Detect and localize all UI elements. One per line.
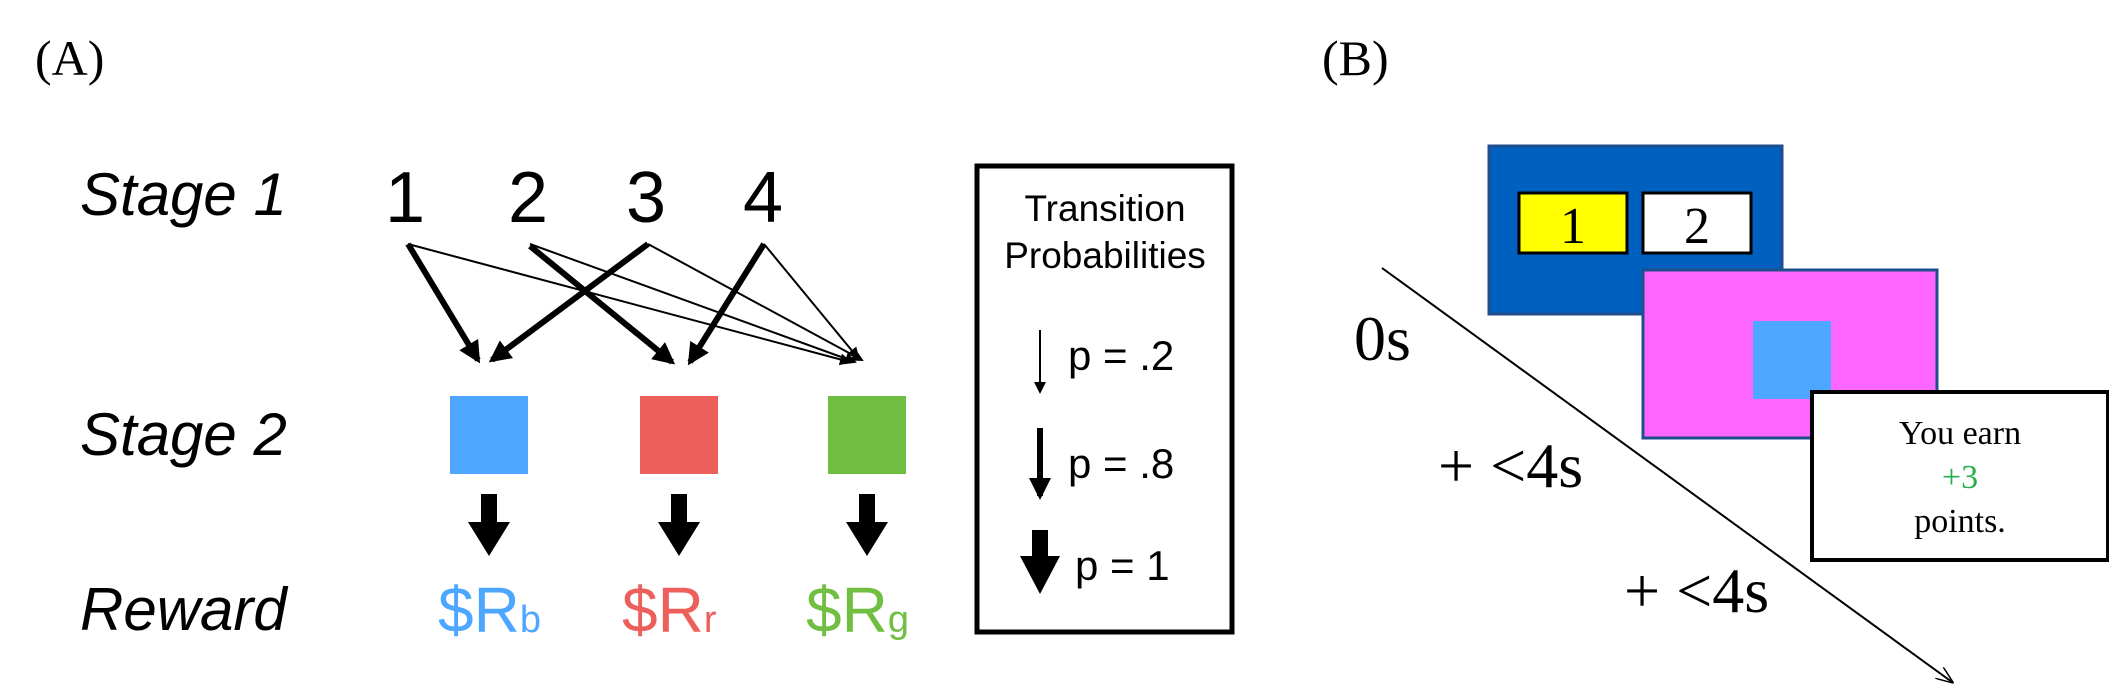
stage1-option-3: 3 bbox=[626, 158, 666, 238]
screen3-background bbox=[1810, 390, 2109, 562]
legend-thick-arrow-shaft bbox=[1032, 530, 1048, 558]
panel-b-label: (B) bbox=[1322, 30, 1389, 86]
transition-legend: Transition Probabilities p = .2 p = .8 p… bbox=[974, 163, 1235, 635]
legend-box bbox=[974, 163, 1235, 635]
panel-b: (B) 1 2 You earn +3 points. 0s + <4s + <… bbox=[1322, 30, 2109, 682]
feedback-points: +3 bbox=[1942, 459, 1978, 496]
screen1-choice-2-box bbox=[1641, 191, 1753, 255]
reward-blue-sub: b bbox=[520, 599, 541, 641]
reward-blue-main: $R bbox=[438, 574, 520, 646]
legend-title-line2: Probabilities bbox=[1004, 235, 1206, 276]
feedback-line3: points. bbox=[1914, 503, 2006, 540]
timeline-label-0: 0s bbox=[1354, 303, 1411, 374]
reward-arrow-red-head bbox=[658, 522, 700, 556]
reward-arrow-blue-shaft bbox=[481, 494, 497, 524]
feedback-line1: You earn bbox=[1899, 415, 2021, 452]
reward-green: $Rg bbox=[806, 574, 909, 646]
reward-label: Reward bbox=[80, 576, 288, 643]
thick-transition-arrows bbox=[405, 241, 767, 366]
arrow-2-to-red bbox=[528, 243, 676, 365]
reward-red-sub: r bbox=[704, 599, 717, 641]
reward-arrow-red-shaft bbox=[671, 494, 687, 524]
stage1-option-1: 1 bbox=[385, 158, 425, 238]
screen-feedback: You earn +3 points. bbox=[1810, 390, 2109, 562]
screen2-stimulus bbox=[1753, 321, 1831, 399]
timeline-label-1: + <4s bbox=[1438, 430, 1583, 501]
legend-thick-arrow-head bbox=[1020, 556, 1060, 594]
screen-stage1: 1 2 bbox=[1487, 144, 1784, 316]
legend-item-thick: p = 1 bbox=[1075, 542, 1170, 589]
timeline-arrow bbox=[1381, 267, 1952, 682]
reward-green-sub: g bbox=[888, 599, 909, 641]
legend-item-thin: p = .2 bbox=[1068, 332, 1174, 379]
arrow-1-to-blue bbox=[405, 242, 481, 364]
screen1-choice-1: 1 bbox=[1560, 198, 1586, 255]
panel-a: (A) Stage 1 Stage 2 Reward 1 2 3 4 bbox=[35, 30, 1235, 646]
stage1-option-2: 2 bbox=[508, 158, 548, 238]
panel-a-label: (A) bbox=[35, 30, 104, 86]
thin-transition-arrows bbox=[407, 243, 864, 366]
timeline-label-2: + <4s bbox=[1624, 555, 1769, 626]
arrow-3-to-blue bbox=[488, 241, 650, 363]
screen1-choice-1-box bbox=[1517, 191, 1629, 255]
stage2-blue-box bbox=[450, 396, 528, 474]
arrow-1-to-green bbox=[407, 243, 852, 366]
arrow-4-to-green bbox=[763, 243, 860, 360]
stage2-label: Stage 2 bbox=[80, 401, 287, 468]
reward-red-main: $R bbox=[622, 574, 704, 646]
stage1-option-4: 4 bbox=[743, 158, 783, 238]
reward-green-main: $R bbox=[806, 574, 888, 646]
arrow-4-to-red bbox=[687, 242, 767, 366]
legend-item-medium: p = .8 bbox=[1068, 440, 1174, 487]
reward-blue: $Rb bbox=[438, 574, 541, 646]
reward-arrows bbox=[468, 494, 888, 556]
reward-arrow-green-head bbox=[846, 522, 888, 556]
reward-arrow-blue-head bbox=[468, 522, 510, 556]
legend-title-line1: Transition bbox=[1024, 188, 1185, 229]
arrow-3-to-green bbox=[647, 243, 864, 361]
reward-arrow-green-shaft bbox=[859, 494, 875, 524]
arrow-2-to-green bbox=[529, 243, 857, 365]
stage2-red-box bbox=[640, 396, 718, 474]
screen1-choice-2: 2 bbox=[1684, 198, 1710, 255]
stage2-green-box bbox=[828, 396, 906, 474]
reward-red: $Rr bbox=[622, 574, 717, 646]
stage1-label: Stage 1 bbox=[80, 161, 287, 228]
